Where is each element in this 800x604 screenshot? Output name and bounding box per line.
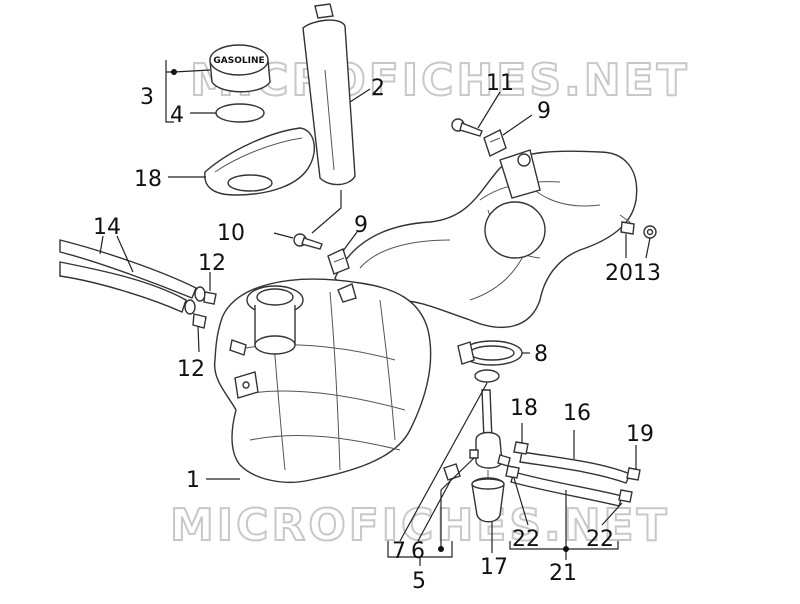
hose-clips-12 bbox=[192, 291, 217, 329]
callout-17: 17 bbox=[480, 555, 508, 580]
callout-12-lower: 12 bbox=[177, 357, 205, 382]
callout-16: 16 bbox=[563, 401, 591, 426]
bolt-washer-2013 bbox=[620, 221, 657, 239]
callout-4: 4 bbox=[170, 103, 184, 128]
watermark-top: MICROFICHES.NET bbox=[190, 55, 690, 106]
bolt-10 bbox=[293, 233, 323, 250]
callout-7: 7 bbox=[392, 539, 406, 564]
callout-18-bottom: 18 bbox=[510, 396, 538, 421]
clip-9-lower bbox=[327, 248, 350, 275]
cap-gasoline-text: GASOLINE bbox=[213, 56, 264, 66]
seal-ring bbox=[215, 103, 265, 123]
drain-bolt bbox=[443, 463, 461, 481]
callout-labels: 3 4 2 18 14 10 9 12 12 11 9 2013 8 1 7 6… bbox=[93, 71, 661, 594]
leader-lines bbox=[99, 60, 651, 566]
filler-cap: GASOLINE bbox=[209, 44, 271, 93]
fuel-tap bbox=[469, 389, 511, 480]
strap-clamp bbox=[457, 340, 523, 366]
callout-14: 14 bbox=[93, 215, 121, 240]
callout-6: 6 bbox=[411, 539, 425, 564]
filter-cup bbox=[471, 477, 505, 523]
callout-2: 2 bbox=[371, 76, 385, 101]
callout-11: 11 bbox=[486, 71, 514, 96]
callout-9-upper: 9 bbox=[537, 99, 551, 124]
frame-crossmember bbox=[334, 149, 638, 328]
callout-9-lower: 9 bbox=[354, 213, 368, 238]
fuel-hoses bbox=[510, 451, 631, 507]
callout-12-upper: 12 bbox=[198, 251, 226, 276]
level-sender bbox=[302, 3, 356, 186]
drip-tray bbox=[204, 127, 316, 196]
callout-18-top: 18 bbox=[134, 167, 162, 192]
callout-19: 19 bbox=[626, 422, 654, 447]
fuel-tank bbox=[214, 278, 432, 483]
clip-9-upper bbox=[483, 129, 507, 157]
callout-21: 21 bbox=[549, 561, 577, 586]
o-ring-7 bbox=[474, 369, 500, 383]
bolt-11 bbox=[451, 118, 483, 137]
callout-10: 10 bbox=[217, 221, 245, 246]
callout-8: 8 bbox=[534, 342, 548, 367]
callout-22-right: 22 bbox=[586, 527, 614, 552]
callout-3: 3 bbox=[140, 85, 154, 110]
callout-2013: 2013 bbox=[605, 261, 661, 286]
callout-22-left: 22 bbox=[512, 527, 540, 552]
callout-5: 5 bbox=[412, 569, 426, 594]
breather-hoses bbox=[59, 239, 206, 315]
callout-1: 1 bbox=[186, 468, 200, 493]
